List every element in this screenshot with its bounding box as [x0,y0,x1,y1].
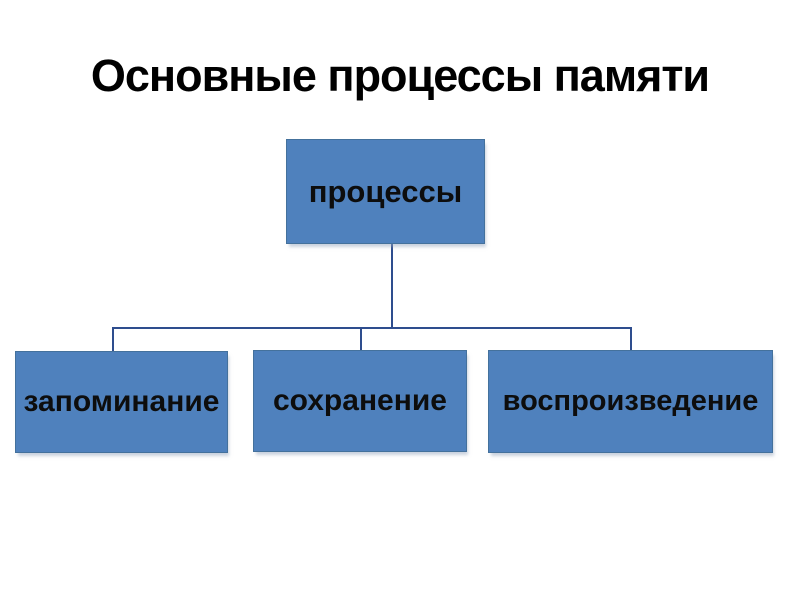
node-retention: сохранение [253,350,467,452]
node-memorization: запоминание [15,351,228,453]
node-label: запоминание [23,385,220,418]
node-label: воспроизведение [502,385,759,417]
node-reproduction: воспроизведение [488,350,773,453]
connector-drop-middle [360,327,362,351]
node-label: процессы [308,173,463,209]
node-processes-root: процессы [286,139,485,244]
connector-drop-left [112,327,114,351]
connector-horizontal-bar [112,327,632,329]
connector-drop-right [630,327,632,351]
slide-title: Основные процессы памяти [90,50,710,101]
connector-root-vertical [391,244,393,328]
node-label: сохранение [272,384,447,417]
